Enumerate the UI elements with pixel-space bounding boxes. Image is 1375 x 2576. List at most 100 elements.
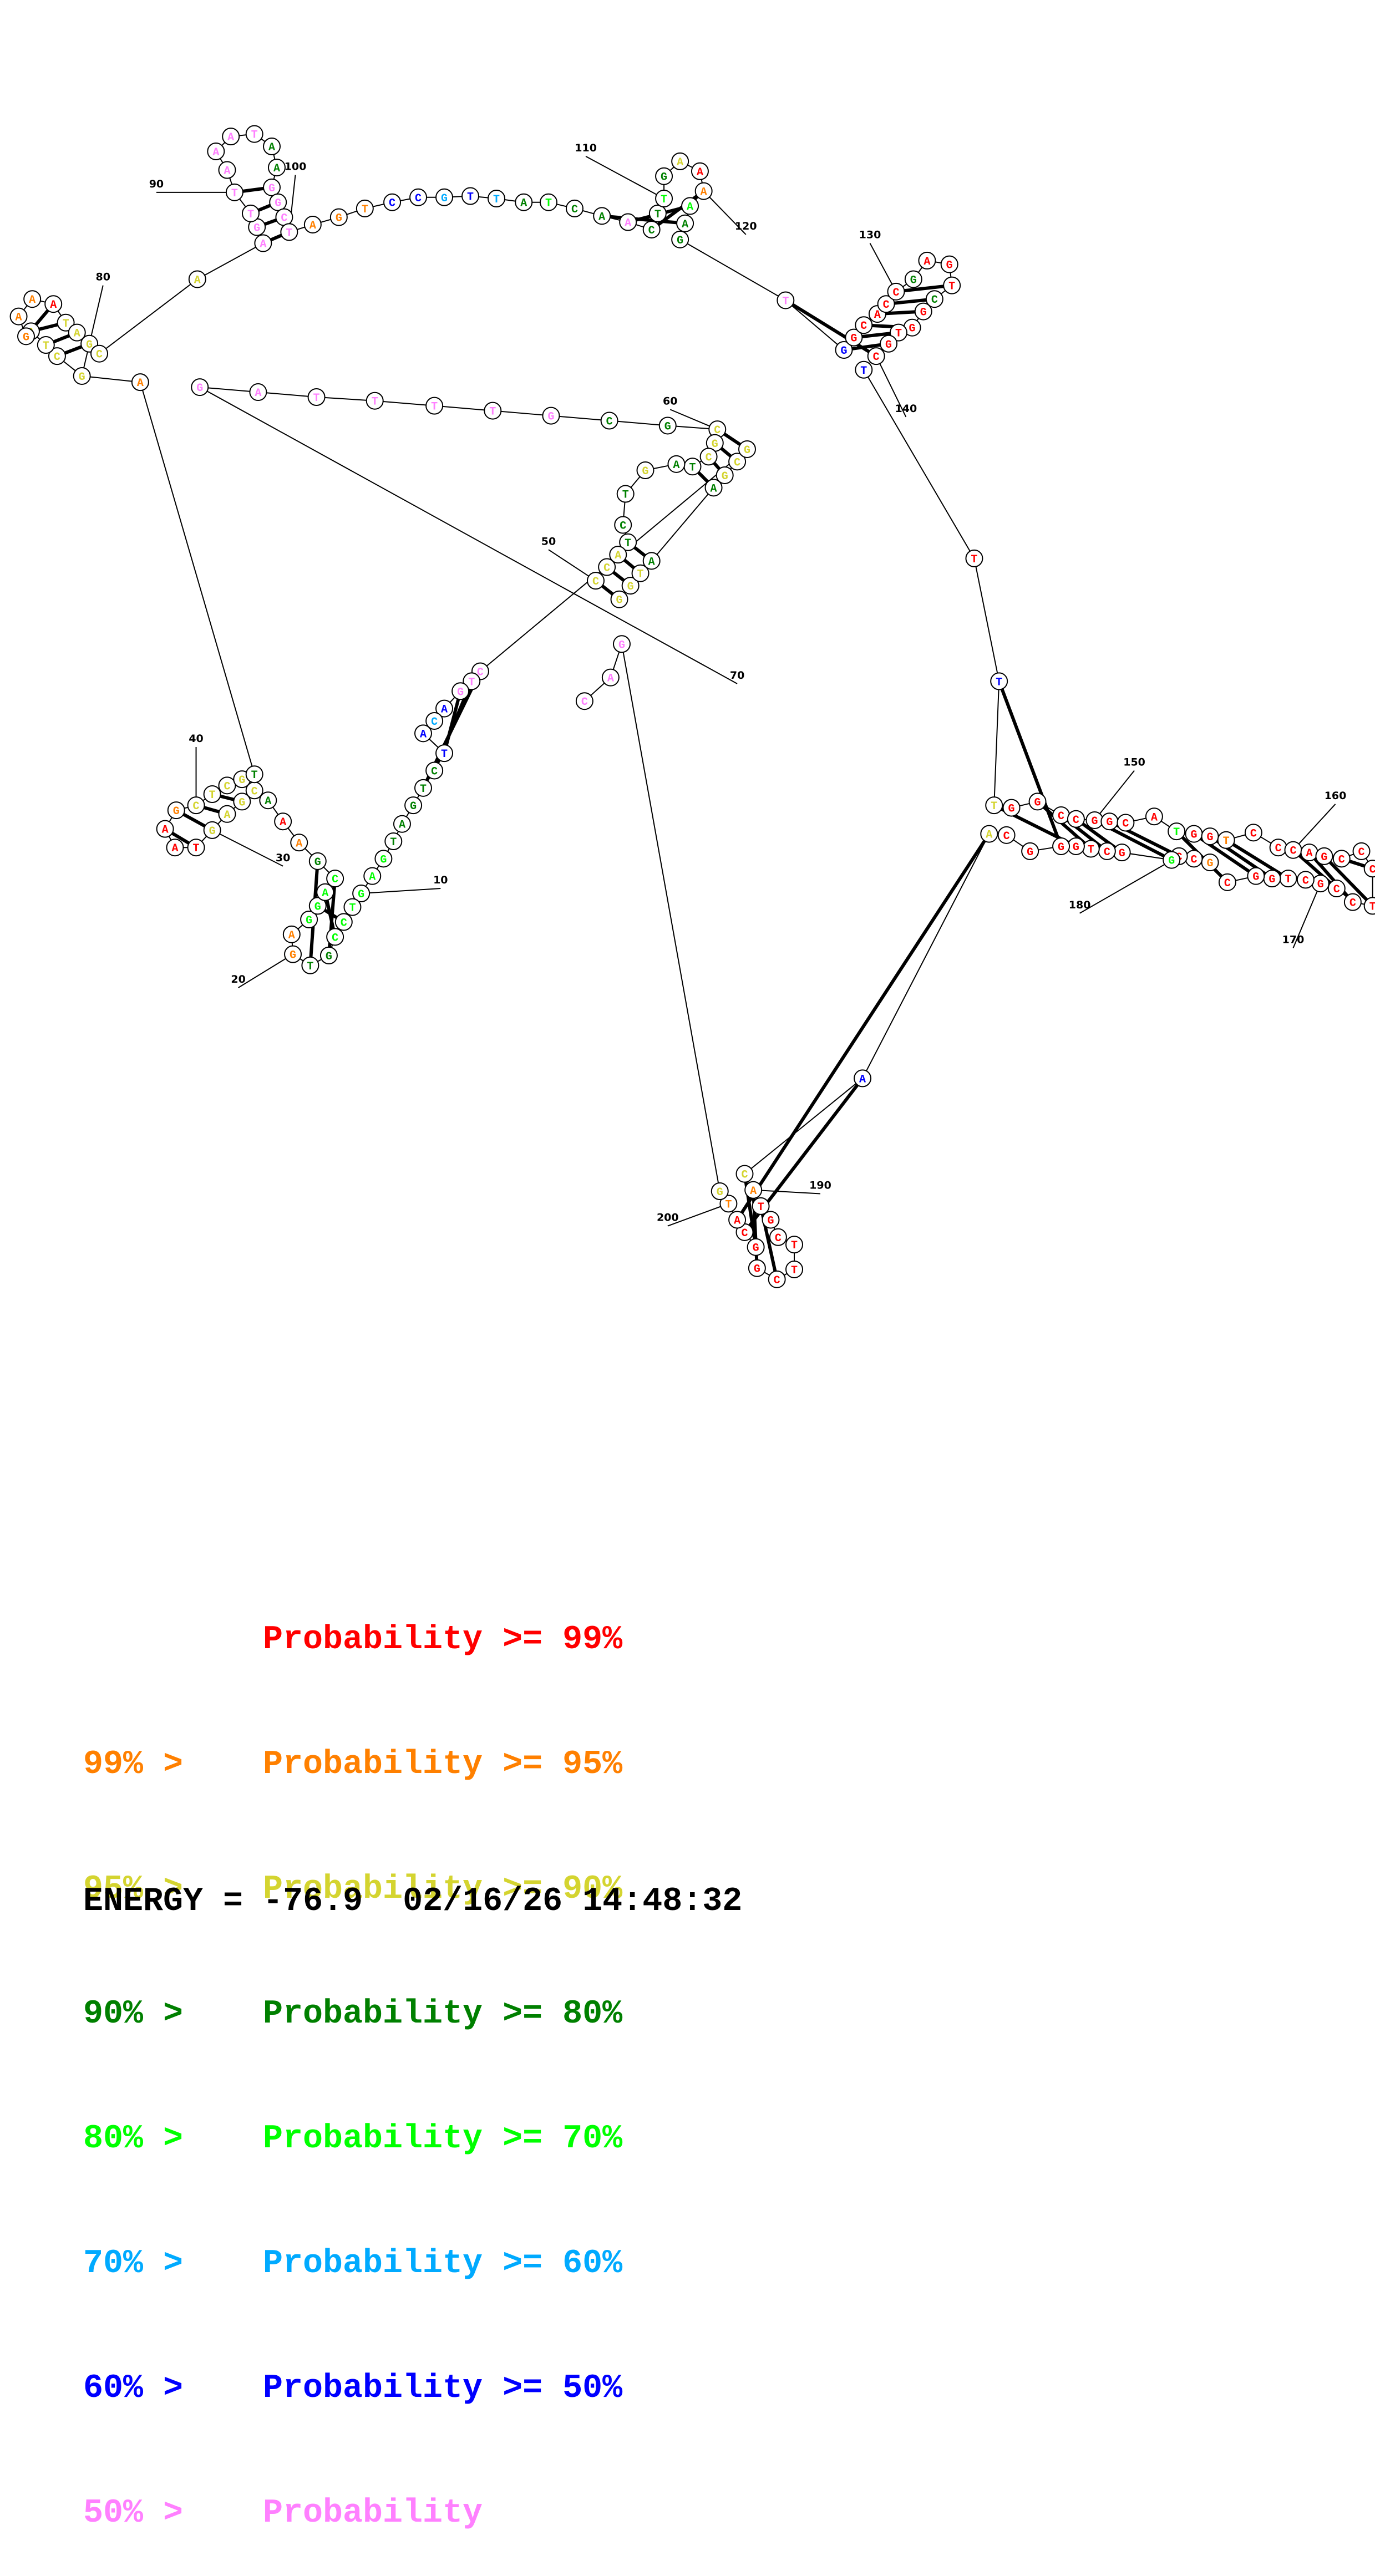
nucleotide-letter: A bbox=[224, 809, 230, 822]
legend-text: Probability >= 80% bbox=[263, 1995, 623, 2033]
nucleotide-circle bbox=[274, 812, 292, 831]
nucleotide-circle bbox=[1315, 847, 1333, 865]
nucleotide-letter: T bbox=[545, 197, 552, 210]
nucleotide-node: C bbox=[425, 712, 444, 730]
nucleotide-circle bbox=[980, 825, 998, 843]
nucleotide-letter: A bbox=[1306, 847, 1313, 860]
backbone-segment bbox=[993, 681, 1000, 806]
nucleotide-circle bbox=[218, 805, 236, 823]
nucleotide-node: C bbox=[187, 796, 205, 815]
backbone-segment bbox=[862, 834, 990, 1079]
nucleotide-circle bbox=[854, 1069, 872, 1088]
nucleotide-circle bbox=[636, 461, 654, 480]
nucleotide-letter: C bbox=[1073, 814, 1079, 827]
nucleotide-letter: C bbox=[775, 1232, 782, 1245]
nucleotide-circle bbox=[233, 792, 251, 811]
nucleotide-circle bbox=[245, 765, 263, 784]
position-label-ticks: 1020304050607080901001101201301401501601… bbox=[81, 142, 1346, 1227]
nucleotide-circle bbox=[744, 1181, 763, 1199]
nucleotide-circle bbox=[241, 204, 260, 222]
nucleotide-letter: T bbox=[1088, 844, 1094, 856]
nucleotide-letter: A bbox=[194, 274, 201, 287]
nucleotide-letter: C bbox=[1250, 827, 1257, 840]
backbone-segment bbox=[316, 397, 375, 402]
nucleotide-node: A bbox=[676, 214, 694, 232]
nucleotide-circle bbox=[435, 188, 454, 206]
nucleotide-circle bbox=[877, 295, 895, 313]
nucleotide-node: A bbox=[515, 193, 533, 211]
nucleotide-letter: G bbox=[1119, 847, 1125, 860]
nucleotide-node: T bbox=[203, 785, 221, 803]
nucleotide-letter: C bbox=[1224, 877, 1231, 890]
nucleotide-node: G bbox=[835, 341, 853, 359]
nucleotide-letter: C bbox=[251, 785, 258, 798]
nucleotide-letter: C bbox=[734, 456, 740, 469]
nucleotide-letter: C bbox=[341, 917, 347, 929]
nucleotide-circle bbox=[565, 199, 584, 217]
nucleotide-letter: G bbox=[1058, 841, 1064, 854]
legend-text: Probability >= 60% bbox=[263, 2245, 623, 2283]
nucleotide-letter: G bbox=[1207, 831, 1214, 844]
nucleotide-letter: G bbox=[268, 182, 275, 195]
nucleotide-node: G bbox=[880, 334, 898, 353]
position-label: 130 bbox=[859, 229, 881, 241]
nucleotide-node: G bbox=[1067, 837, 1085, 855]
nucleotide-circle bbox=[598, 558, 616, 576]
nucleotide-node: T bbox=[719, 1195, 738, 1213]
nucleotide-letter: G bbox=[616, 595, 623, 607]
nucleotide-letter: G bbox=[717, 1186, 723, 1199]
nucleotide-circle bbox=[425, 397, 444, 415]
legend-text: Probability >= 99% bbox=[263, 1621, 623, 1659]
nucleotide-node: G bbox=[300, 910, 318, 928]
nucleotide-circle bbox=[614, 516, 632, 534]
nucleotide-node: G bbox=[404, 796, 423, 815]
nucleotide-node: A bbox=[642, 552, 661, 570]
nucleotide-circle bbox=[1217, 831, 1235, 849]
nucleotide-letter: T bbox=[782, 295, 789, 308]
nucleotide-node: T bbox=[785, 1236, 803, 1254]
nucleotide-letter: C bbox=[96, 349, 103, 362]
nucleotide-node: G bbox=[1113, 844, 1131, 862]
legend-prefix: 95% > bbox=[83, 1871, 204, 1908]
nucleotide-letter: T bbox=[637, 568, 644, 581]
nucleotide-circle bbox=[676, 214, 694, 232]
nucleotide-circle bbox=[366, 392, 384, 410]
backbone-segment bbox=[551, 415, 610, 421]
nucleotide-node: A bbox=[259, 791, 277, 810]
backbone-segment bbox=[197, 242, 263, 280]
nucleotide-node: G bbox=[748, 1259, 766, 1277]
nucleotide-node: G bbox=[167, 801, 185, 820]
nucleotide-letter: C bbox=[1369, 863, 1375, 876]
nucleotide-node: A bbox=[303, 215, 322, 233]
nucleotide-circle bbox=[225, 183, 243, 201]
nucleotide-letter: A bbox=[74, 328, 80, 341]
base-pair-bond bbox=[1292, 848, 1338, 890]
nucleotide-node: T bbox=[245, 765, 263, 784]
nucleotide-circle bbox=[593, 207, 611, 225]
nucleotide-letter: A bbox=[711, 482, 717, 495]
nucleotide-node: G bbox=[706, 434, 724, 452]
energy-value: -76.9 bbox=[263, 1883, 363, 1920]
nucleotide-letter: C bbox=[431, 716, 438, 729]
nucleotide-circle bbox=[326, 928, 344, 946]
position-label: 170 bbox=[1282, 934, 1305, 946]
energy-footer: ENERGY = -76.9 02/16/26 14:48:32 bbox=[83, 1883, 742, 1920]
nucleotide-node: C bbox=[1117, 814, 1135, 832]
nucleotide-node: C bbox=[735, 1165, 754, 1183]
nucleotide-circle bbox=[667, 455, 686, 473]
nucleotide-circle bbox=[451, 682, 470, 700]
position-label: 50 bbox=[541, 535, 556, 547]
nucleotide-circle bbox=[259, 791, 277, 810]
nucleotide-node: G bbox=[1311, 875, 1330, 893]
nucleotide-letter: C bbox=[1275, 842, 1282, 855]
nucleotide-letter: C bbox=[1003, 830, 1010, 843]
nucleotide-letter: T bbox=[948, 281, 955, 293]
backbone-lines bbox=[18, 133, 1373, 1280]
nucleotide-node: G bbox=[1201, 827, 1219, 846]
legend-row-50: 60% > Probability >= 50% bbox=[83, 2368, 622, 2410]
nucleotide-letter: G bbox=[547, 411, 554, 424]
nucleotide-letter: G bbox=[753, 1242, 759, 1255]
nucleotide-letter: A bbox=[212, 146, 219, 159]
nucleotide-node: C bbox=[1244, 824, 1262, 842]
nucleotide-circle bbox=[704, 479, 723, 497]
